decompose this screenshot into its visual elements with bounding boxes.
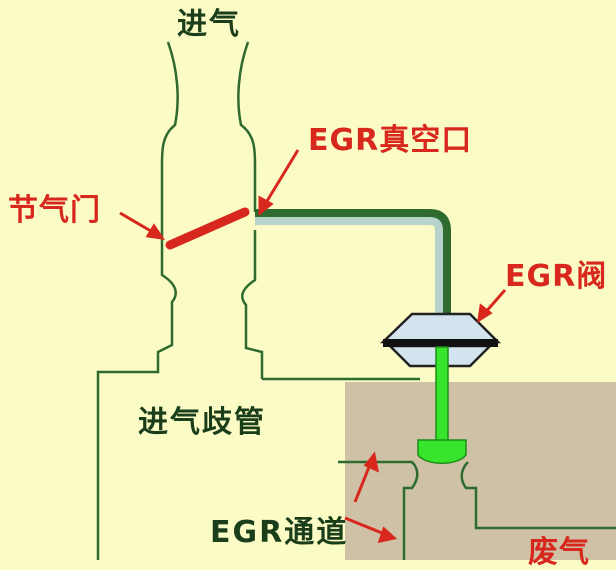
egr-valve-head (417, 439, 467, 464)
label-egr-valve: EGR阀 (505, 259, 608, 294)
arrow-throttle-head (145, 223, 166, 240)
egr-valve-seat-right (460, 461, 616, 530)
exhaust-block (345, 382, 616, 560)
label-throttle: 节气门 (8, 193, 101, 228)
label-egr-passage: EGR通道 (210, 515, 349, 550)
label-intake-air: 进气 (177, 7, 241, 42)
label-exhaust: 废气 (528, 535, 590, 570)
callout-arrows (119, 149, 507, 544)
intake-tube-left-wall (96, 41, 179, 560)
arrow-egr-passage (353, 461, 373, 503)
arrow-vacuum-port-head (258, 195, 274, 217)
arrow-egr-passage-head (363, 451, 380, 473)
egr-valve-stem (435, 346, 449, 443)
throttle-plate (165, 207, 250, 250)
egr-passage-wall (338, 460, 419, 560)
arrow-egr-valve-head (477, 303, 493, 324)
arrow-egr-passage-2 (344, 516, 388, 537)
arrow-vacuum-port (262, 149, 300, 207)
intake-tube-right-wall (237, 41, 264, 379)
egr-vacuum-line-fill (255, 217, 443, 316)
label-egr-vacuum-port: EGR真空口 (308, 123, 473, 158)
label-intake-manifold: 进气歧管 (138, 405, 266, 440)
arrow-egr-passage-2-head (377, 526, 398, 544)
egr-vacuum-line (255, 209, 451, 316)
egr-valve-diaphragm (383, 339, 498, 347)
